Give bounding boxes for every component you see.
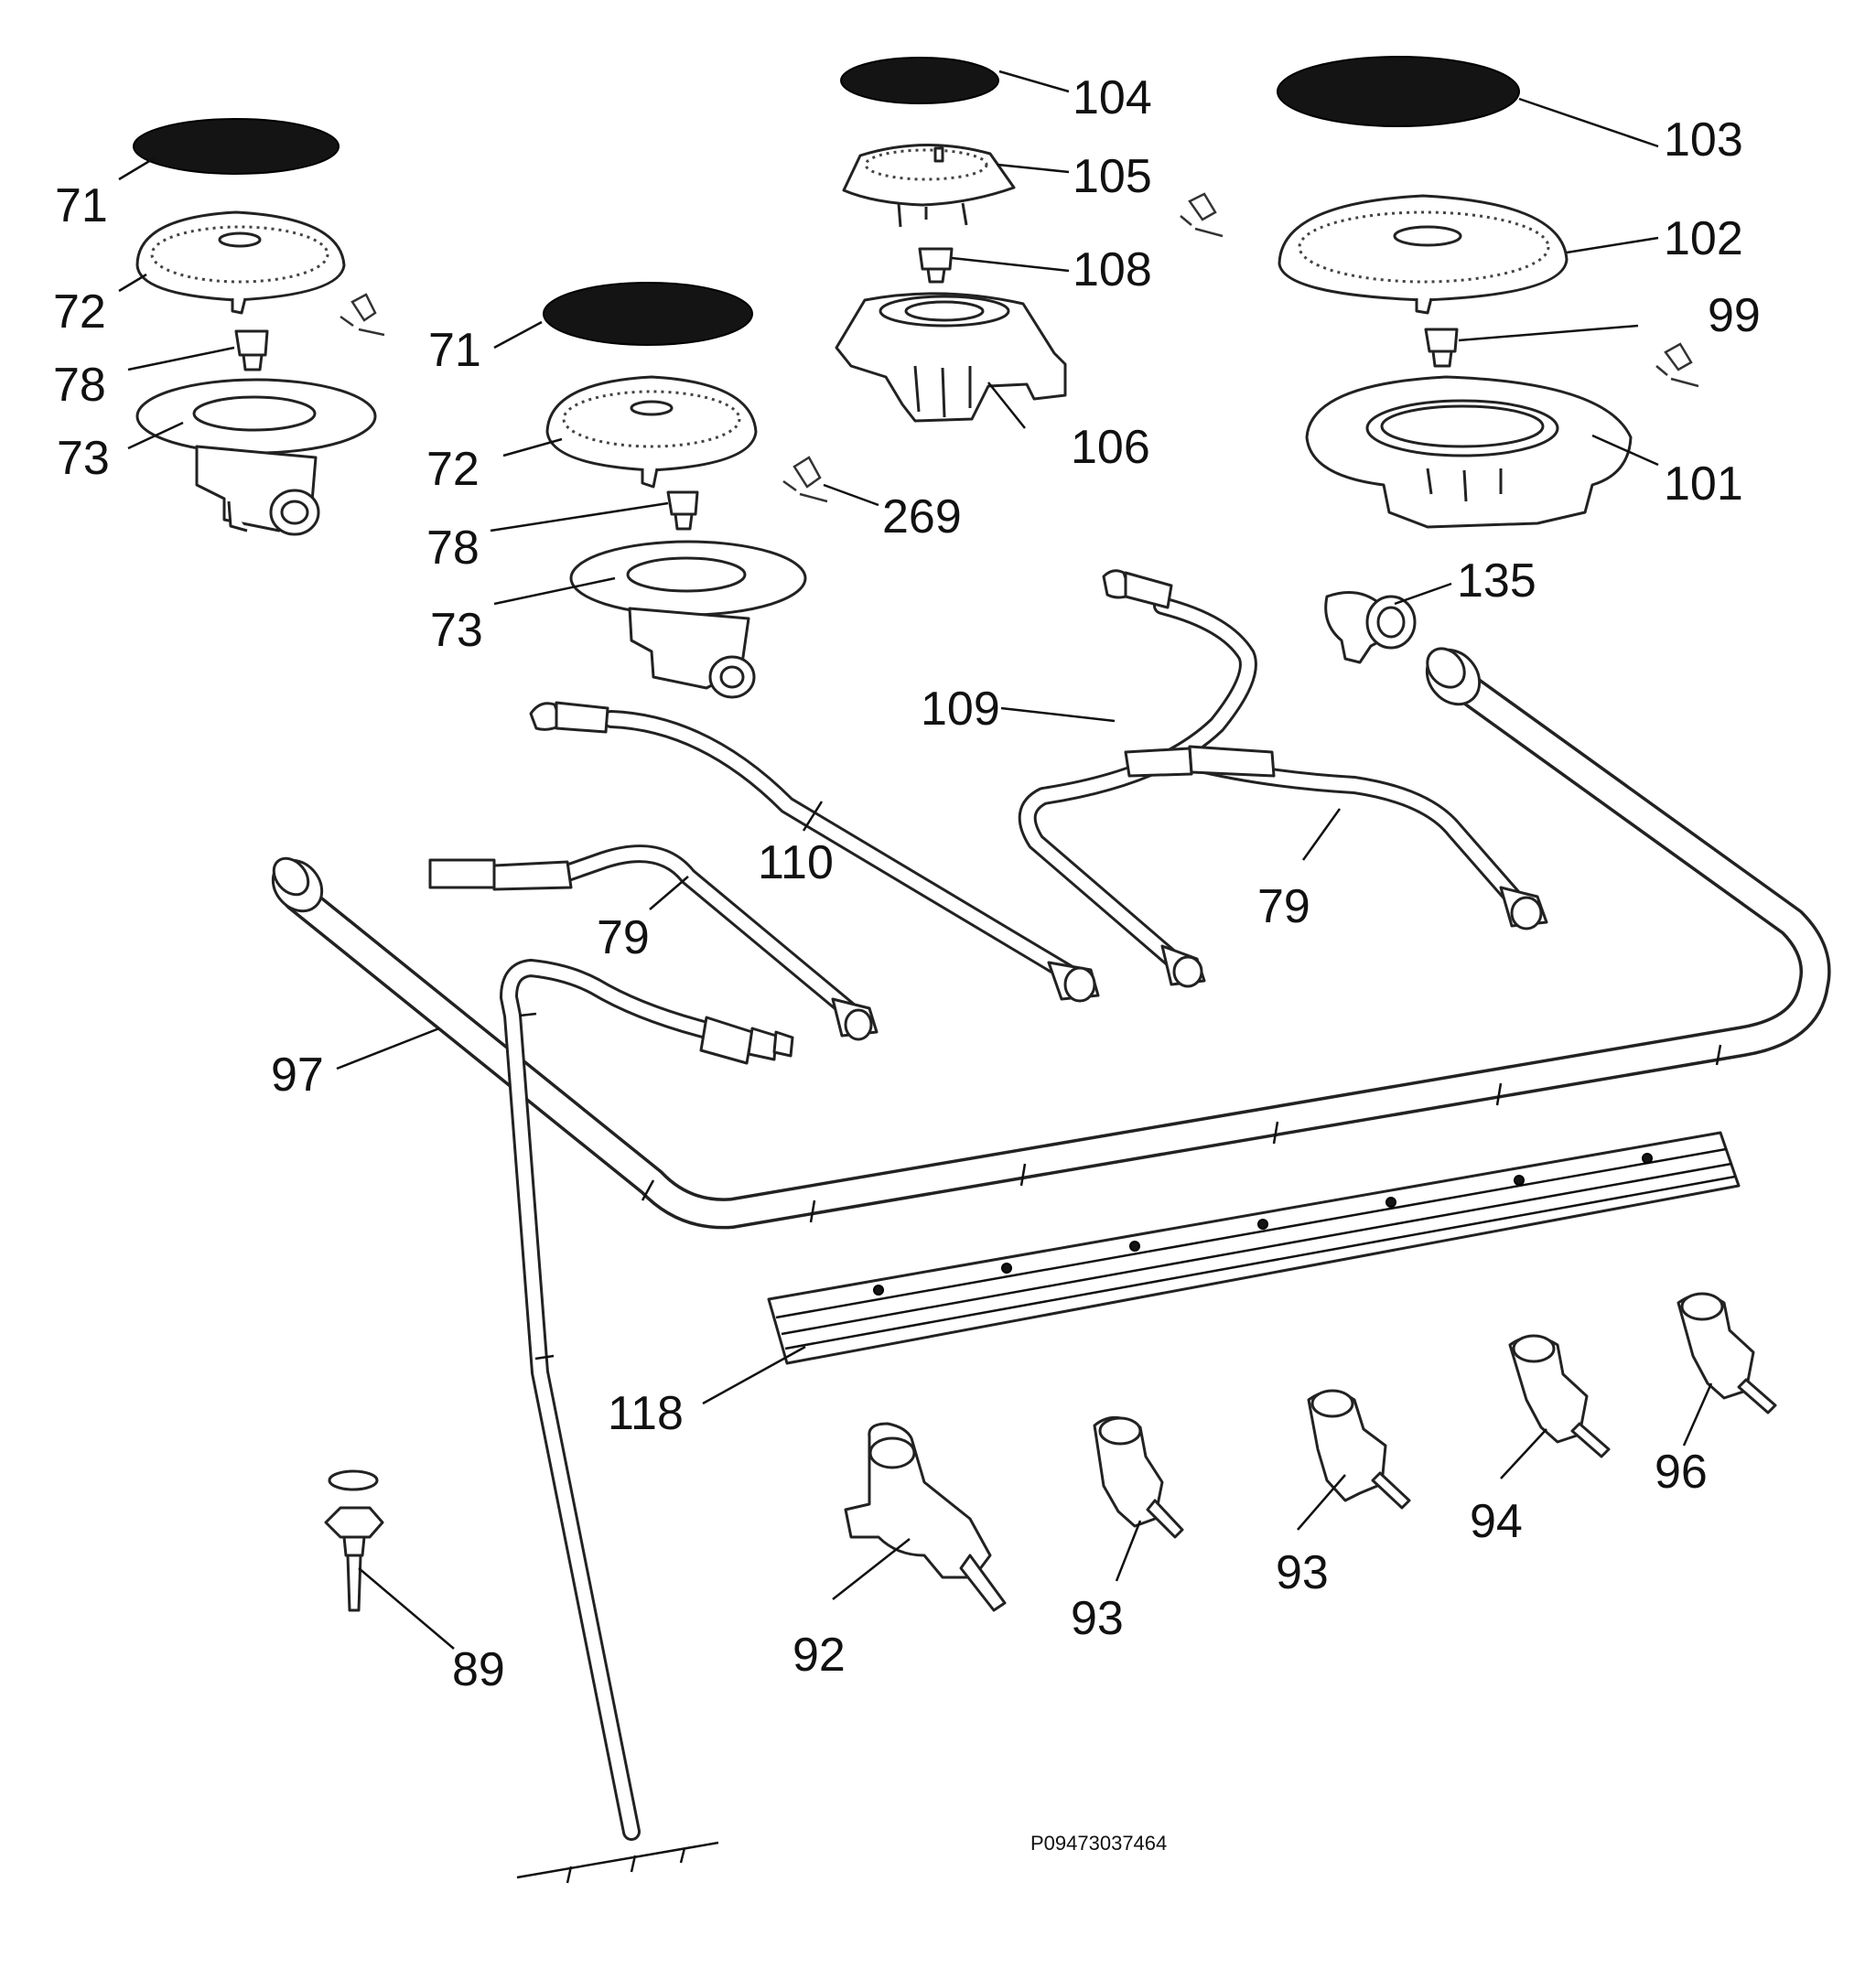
burner-cap-71-center-left[interactable]	[543, 282, 753, 346]
gas-valve-92[interactable]	[844, 1422, 1007, 1612]
clip-269-c[interactable]	[1180, 192, 1224, 238]
gas-valve-93-a[interactable]	[1093, 1416, 1184, 1539]
label-71-center-left: 71	[428, 324, 481, 377]
injector-78-center-left[interactable]	[666, 490, 699, 531]
injector-99[interactable]	[1424, 328, 1459, 368]
rail-holes	[873, 1153, 1653, 1296]
part-labels: 71 72 78 73 71 72 78 73 104 105 108 106 …	[53, 71, 1761, 1855]
injector-78-top-left[interactable]	[234, 329, 269, 371]
label-79-left: 79	[597, 911, 650, 964]
label-101: 101	[1664, 457, 1743, 511]
label-106: 106	[1071, 421, 1150, 474]
label-102: 102	[1664, 212, 1743, 265]
label-73-top-left: 73	[57, 432, 110, 485]
injector-108[interactable]	[918, 247, 954, 284]
label-94: 94	[1470, 1495, 1523, 1548]
supply-tube[interactable]	[500, 959, 794, 1841]
clip-269-a[interactable]	[340, 293, 385, 337]
label-93-a: 93	[1071, 1592, 1124, 1645]
label-72-center-left: 72	[426, 443, 480, 496]
burner-base-101[interactable]	[1305, 375, 1633, 529]
label-79-right: 79	[1257, 880, 1310, 933]
clip-269-d[interactable]	[1655, 342, 1699, 388]
burner-cap-71-top-left[interactable]	[133, 118, 340, 175]
gas-tube-109[interactable]	[1018, 569, 1257, 988]
gas-valve-94[interactable]	[1508, 1334, 1611, 1458]
label-71-top-left: 71	[55, 179, 108, 232]
gas-pipe-97[interactable]	[263, 640, 1831, 1230]
label-73-center-left: 73	[430, 604, 483, 657]
label-269: 269	[882, 490, 962, 543]
gas-tube-110[interactable]	[529, 701, 1100, 1003]
drawing-code: P09473037464	[1030, 1832, 1167, 1855]
gas-valve-96[interactable]	[1677, 1292, 1777, 1414]
label-104: 104	[1073, 71, 1152, 124]
clip-269-b[interactable]	[782, 456, 828, 503]
label-108: 108	[1073, 243, 1152, 296]
label-103: 103	[1664, 113, 1743, 167]
label-72-top-left: 72	[53, 285, 106, 339]
label-89: 89	[452, 1643, 505, 1696]
label-109: 109	[921, 683, 1000, 736]
burner-crown-105[interactable]	[842, 143, 1016, 228]
label-97: 97	[271, 1049, 324, 1102]
burner-crown-72-top-left[interactable]	[135, 210, 346, 315]
label-118: 118	[608, 1387, 684, 1440]
label-99: 99	[1708, 289, 1761, 342]
burner-cap-104[interactable]	[840, 57, 999, 104]
gas-valve-93-b[interactable]	[1307, 1389, 1411, 1510]
label-135: 135	[1457, 554, 1536, 608]
label-78-top-left: 78	[53, 359, 106, 412]
ground-line	[516, 1841, 719, 1884]
burner-base-73-center-left[interactable]	[569, 540, 807, 699]
burner-cap-103[interactable]	[1277, 56, 1520, 127]
hose-connector-89[interactable]	[324, 1469, 384, 1612]
burner-crown-102[interactable]	[1278, 194, 1569, 315]
label-110: 110	[758, 836, 834, 889]
label-92: 92	[792, 1629, 846, 1682]
elbow-fitting-135[interactable]	[1324, 591, 1417, 664]
gas-tube-79-left[interactable]	[428, 844, 879, 1041]
valve-rail-118[interactable]	[767, 1131, 1741, 1365]
leader-lines	[118, 70, 1713, 1650]
label-96: 96	[1655, 1446, 1708, 1499]
label-93-b: 93	[1276, 1546, 1329, 1599]
label-105: 105	[1073, 150, 1152, 203]
burner-crown-72-center-left[interactable]	[545, 375, 758, 489]
burner-base-106[interactable]	[835, 292, 1067, 423]
label-78-center-left: 78	[426, 522, 480, 575]
gas-tube-79-right[interactable]	[1124, 745, 1548, 930]
burner-base-73-top-left[interactable]	[135, 378, 377, 536]
